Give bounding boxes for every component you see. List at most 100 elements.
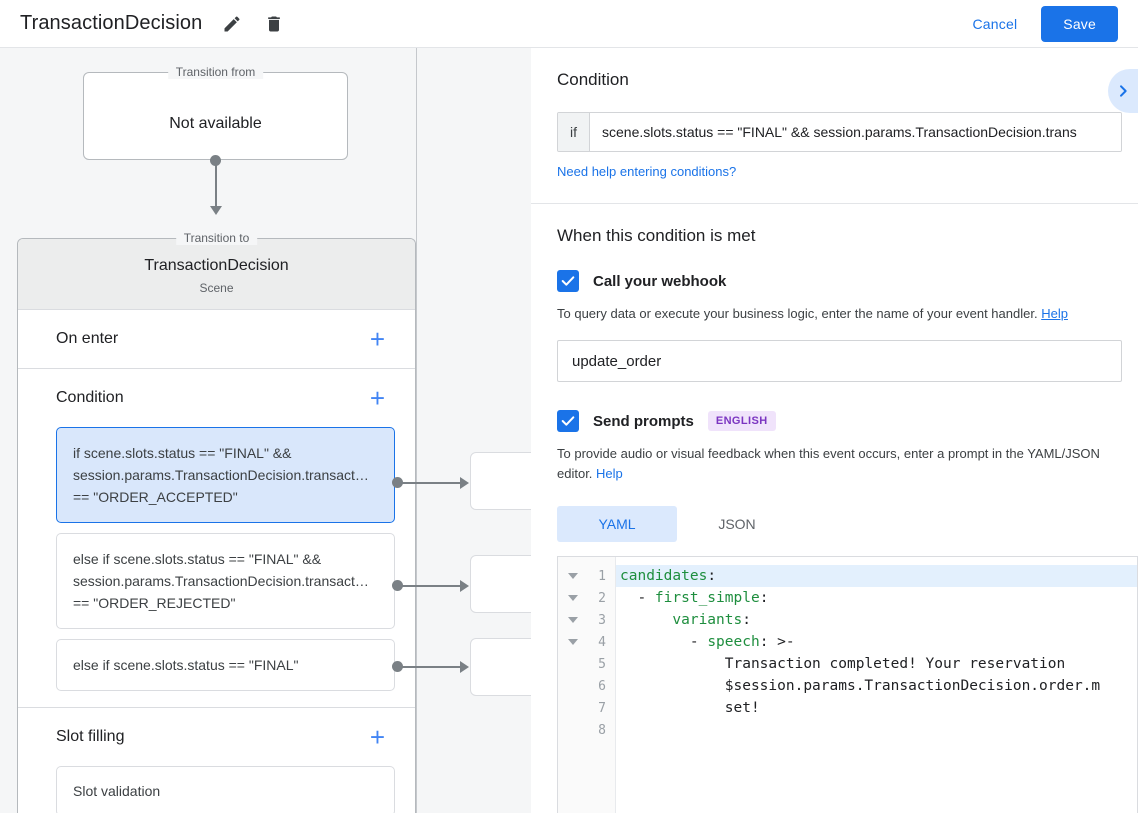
code-token: speech [707, 634, 760, 650]
line-number-label: 5 [598, 656, 606, 672]
slot-validation-item[interactable]: Slot validation [56, 766, 395, 813]
scene-card-subtitle: Scene [199, 281, 234, 295]
call-webhook-checkbox[interactable] [557, 270, 579, 292]
section-on-enter: On enter + [18, 310, 415, 369]
add-condition-button[interactable]: + [369, 383, 385, 413]
prompt-code-editor[interactable]: 1 2 3 4 5 6 7 8 candidates: - first_simple: var… [557, 556, 1138, 813]
line-number-label: 7 [598, 700, 606, 716]
tab-json[interactable]: JSON [718, 516, 756, 532]
condition-0-connector-line [400, 482, 462, 484]
send-prompts-checkbox[interactable] [557, 410, 579, 432]
condition-item-1[interactable]: else if scene.slots.status == "FINAL" &&… [56, 533, 395, 629]
slot-filling-list: Slot validation [18, 766, 415, 813]
condition-item-2[interactable]: else if scene.slots.status == "FINAL" [56, 639, 395, 691]
fold-triangle-icon[interactable] [568, 595, 578, 601]
condition-1-arrowhead [460, 580, 469, 592]
editor-line-number: 8 [558, 719, 615, 741]
line-number-label: 4 [598, 634, 606, 650]
section-condition-head: Condition + [18, 369, 415, 427]
code-token: : >- [759, 634, 795, 650]
add-slot-filling-button[interactable]: + [369, 722, 385, 752]
code-token: : [759, 590, 769, 606]
save-button[interactable]: Save [1041, 5, 1118, 42]
section-condition-title: Condition [56, 389, 124, 406]
condition-1-target-stub[interactable] [470, 555, 531, 613]
page-title: TransactionDecision [20, 12, 203, 34]
panel-condition-heading: Condition [557, 70, 629, 89]
scene-card-name: TransactionDecision [144, 257, 289, 274]
condition-2-connector-dot [392, 661, 403, 672]
condition-1-connector-line [400, 585, 462, 587]
tab-yaml[interactable]: YAML [557, 506, 677, 542]
code-token: - [620, 634, 708, 650]
editor-line-number: 2 [558, 587, 615, 609]
webhook-handler-input[interactable] [557, 340, 1122, 382]
editor-code-line: $session.params.TransactionDecision.orde… [616, 675, 1138, 697]
code-token: $session.params.TransactionDecision.orde… [620, 678, 1101, 694]
editor-code-area[interactable]: candidates: - first_simple: variants: - … [616, 557, 1138, 813]
condition-list: if scene.slots.status == "FINAL" && sess… [18, 427, 415, 707]
panel-condition-section: Condition if Need help entering conditio… [531, 48, 1138, 204]
editor-code-line [616, 719, 1138, 741]
condition-input-row: if [557, 112, 1122, 152]
section-slot-filling-head: Slot filling + [18, 708, 415, 766]
section-on-enter-head: On enter + [18, 310, 415, 368]
editor-line-number: 7 [558, 697, 615, 719]
transition-from-box: Transition from Not available [83, 65, 348, 160]
webhook-help-link[interactable]: Help [1041, 306, 1068, 321]
fold-triangle-icon[interactable] [568, 573, 578, 579]
section-slot-filling-title: Slot filling [56, 728, 125, 745]
send-prompts-label: Send prompts [593, 412, 694, 430]
cancel-button[interactable]: Cancel [963, 8, 1028, 40]
condition-if-prefix: if [558, 113, 590, 151]
webhook-description: To query data or execute your business l… [557, 304, 1122, 324]
condition-input[interactable] [590, 113, 1121, 151]
editor-code-line: Transaction completed! Your reservation [616, 653, 1138, 675]
editor-gutter: 1 2 3 4 5 6 7 8 [558, 557, 616, 813]
condition-item-0[interactable]: if scene.slots.status == "FINAL" && sess… [56, 427, 395, 523]
section-condition: Condition + if scene.slots.status == "FI… [18, 369, 415, 708]
connector-arrowhead-from [210, 206, 222, 215]
pencil-icon[interactable] [220, 12, 244, 36]
line-number-label: 1 [598, 568, 606, 584]
top-bar: TransactionDecision Cancel Save [0, 0, 1138, 48]
detail-panel: Condition if Need help entering conditio… [531, 48, 1138, 813]
prompts-help-link[interactable]: Help [596, 466, 623, 481]
editor-code-line: variants: [616, 609, 1138, 631]
line-number-label: 8 [598, 722, 606, 738]
condition-help-link[interactable]: Need help entering conditions? [557, 164, 737, 179]
fold-triangle-icon[interactable] [568, 639, 578, 645]
editor-code-line: set! [616, 697, 1138, 719]
chevron-right-icon[interactable] [1108, 69, 1138, 113]
prompts-description-text: To provide audio or visual feedback when… [557, 446, 1100, 481]
condition-2-target-stub[interactable] [470, 638, 531, 696]
editor-format-tabs: YAML JSON [557, 506, 1122, 542]
trash-icon[interactable] [262, 12, 286, 36]
code-token: - [620, 590, 655, 606]
editor-code-line: - speech: >- [616, 631, 1138, 653]
line-number-label: 3 [598, 612, 606, 628]
add-on-enter-button[interactable]: + [369, 324, 385, 354]
line-number-label: 2 [598, 590, 606, 606]
webhook-description-text: To query data or execute your business l… [557, 306, 1038, 321]
code-token: first_simple [654, 590, 760, 606]
language-badge: ENGLISH [707, 411, 776, 431]
fold-triangle-icon[interactable] [568, 617, 578, 623]
canvas-divider [416, 48, 417, 813]
transition-from-value: Not available [169, 115, 262, 132]
condition-0-arrowhead [460, 477, 469, 489]
section-on-enter-title: On enter [56, 330, 119, 347]
prompts-check-row: Send prompts ENGLISH [557, 410, 1122, 432]
code-token: : [742, 612, 751, 628]
webhook-check-row: Call your webhook [557, 270, 1122, 292]
editor-line-number: 5 [558, 653, 615, 675]
condition-0-target-stub[interactable] [470, 452, 531, 510]
line-number-label: 6 [598, 678, 606, 694]
condition-2-connector-line [400, 666, 462, 668]
transition-to-legend: Transition to [175, 231, 258, 245]
condition-1-connector-dot [392, 580, 403, 591]
code-token: variants [672, 612, 743, 628]
prompts-description: To provide audio or visual feedback when… [557, 444, 1122, 484]
scene-card-header: Transition to TransactionDecision Scene [18, 231, 415, 310]
